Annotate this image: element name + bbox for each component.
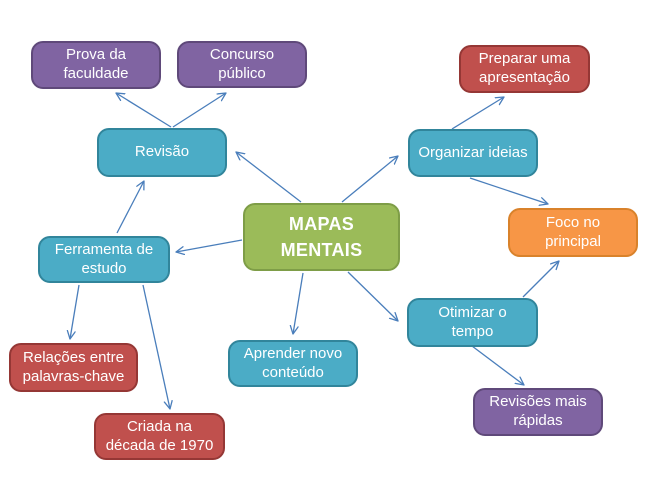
node-criada-na-decada-de-1970: Criada na década de 1970 (94, 413, 225, 460)
connector-mapas-mentais-to-ferramenta-de-estudo (176, 239, 243, 252)
connector-ferramenta-de-estudo-to-relacoes-entre-palavras-chave (70, 284, 80, 339)
node-revisoes-mais-rapidas-label: Revisões mais rápidas (489, 393, 587, 429)
node-revisao-label: Revisão (134, 143, 190, 161)
connector-ferramenta-de-estudo-to-criada-na-decada-de-1970 (142, 284, 170, 409)
node-aprender-novo-conteudo-label: Aprender novo conteúdo (243, 344, 343, 381)
node-foco-no-principal-label: Foco no principal (545, 213, 601, 250)
node-otimizar-o-tempo: Otimizar o tempo (407, 298, 538, 347)
connector-organizar-ideias-to-preparar-uma-apresentacao (451, 97, 504, 130)
node-revisoes-mais-rapidas: Revisões mais rápidas (473, 388, 603, 436)
connector-organizar-ideias-to-foco-no-principal (469, 177, 548, 204)
connector-mapas-mentais-to-otimizar-o-tempo (347, 271, 398, 321)
node-preparar-uma-apresentacao: Preparar uma apresentação (459, 45, 590, 93)
node-concurso-publico: Concurso público (177, 41, 307, 88)
node-prova-da-faculdade: Prova da faculdade (31, 41, 161, 89)
connector-ferramenta-de-estudo-to-revisao (116, 181, 144, 234)
node-foco-no-principal: Foco no principal (508, 208, 638, 257)
node-organizar-ideias: Organizar ideias (408, 129, 538, 177)
node-concurso-publico-label: Concurso público (209, 45, 275, 82)
node-organizar-ideias-label: Organizar ideias (418, 143, 528, 161)
node-mapas-mentais-label: MAPAS MENTAIS (280, 213, 363, 260)
connector-otimizar-o-tempo-to-revisoes-mais-rapidas (471, 345, 524, 385)
node-relacoes-entre-palavras-chave: Relações entre palavras-chave (9, 343, 138, 392)
node-relacoes-entre-palavras-chave-label: Relações entre palavras-chave (22, 348, 125, 385)
node-criada-na-decada-de-1970-label: Criada na década de 1970 (105, 417, 214, 454)
node-ferramenta-de-estudo: Ferramenta de estudo (38, 236, 170, 283)
node-revisao: Revisão (97, 128, 227, 177)
node-aprender-novo-conteudo: Aprender novo conteúdo (228, 340, 358, 387)
connector-mapas-mentais-to-aprender-novo-conteudo (293, 272, 304, 334)
connector-mapas-mentais-to-revisao (236, 152, 302, 203)
node-prova-da-faculdade-label: Prova da faculdade (63, 46, 129, 82)
node-preparar-uma-apresentacao-label: Preparar uma apresentação (478, 50, 571, 86)
connector-revisao-to-prova-da-faculdade (116, 93, 172, 128)
connector-otimizar-o-tempo-to-foco-no-principal (522, 261, 559, 298)
node-otimizar-o-tempo-label: Otimizar o tempo (438, 303, 507, 340)
connector-mapas-mentais-to-organizar-ideias (341, 156, 398, 203)
node-mapas-mentais: MAPAS MENTAIS (243, 203, 400, 271)
connector-revisao-to-concurso-publico (172, 93, 226, 128)
node-ferramenta-de-estudo-label: Ferramenta de estudo (54, 240, 154, 277)
